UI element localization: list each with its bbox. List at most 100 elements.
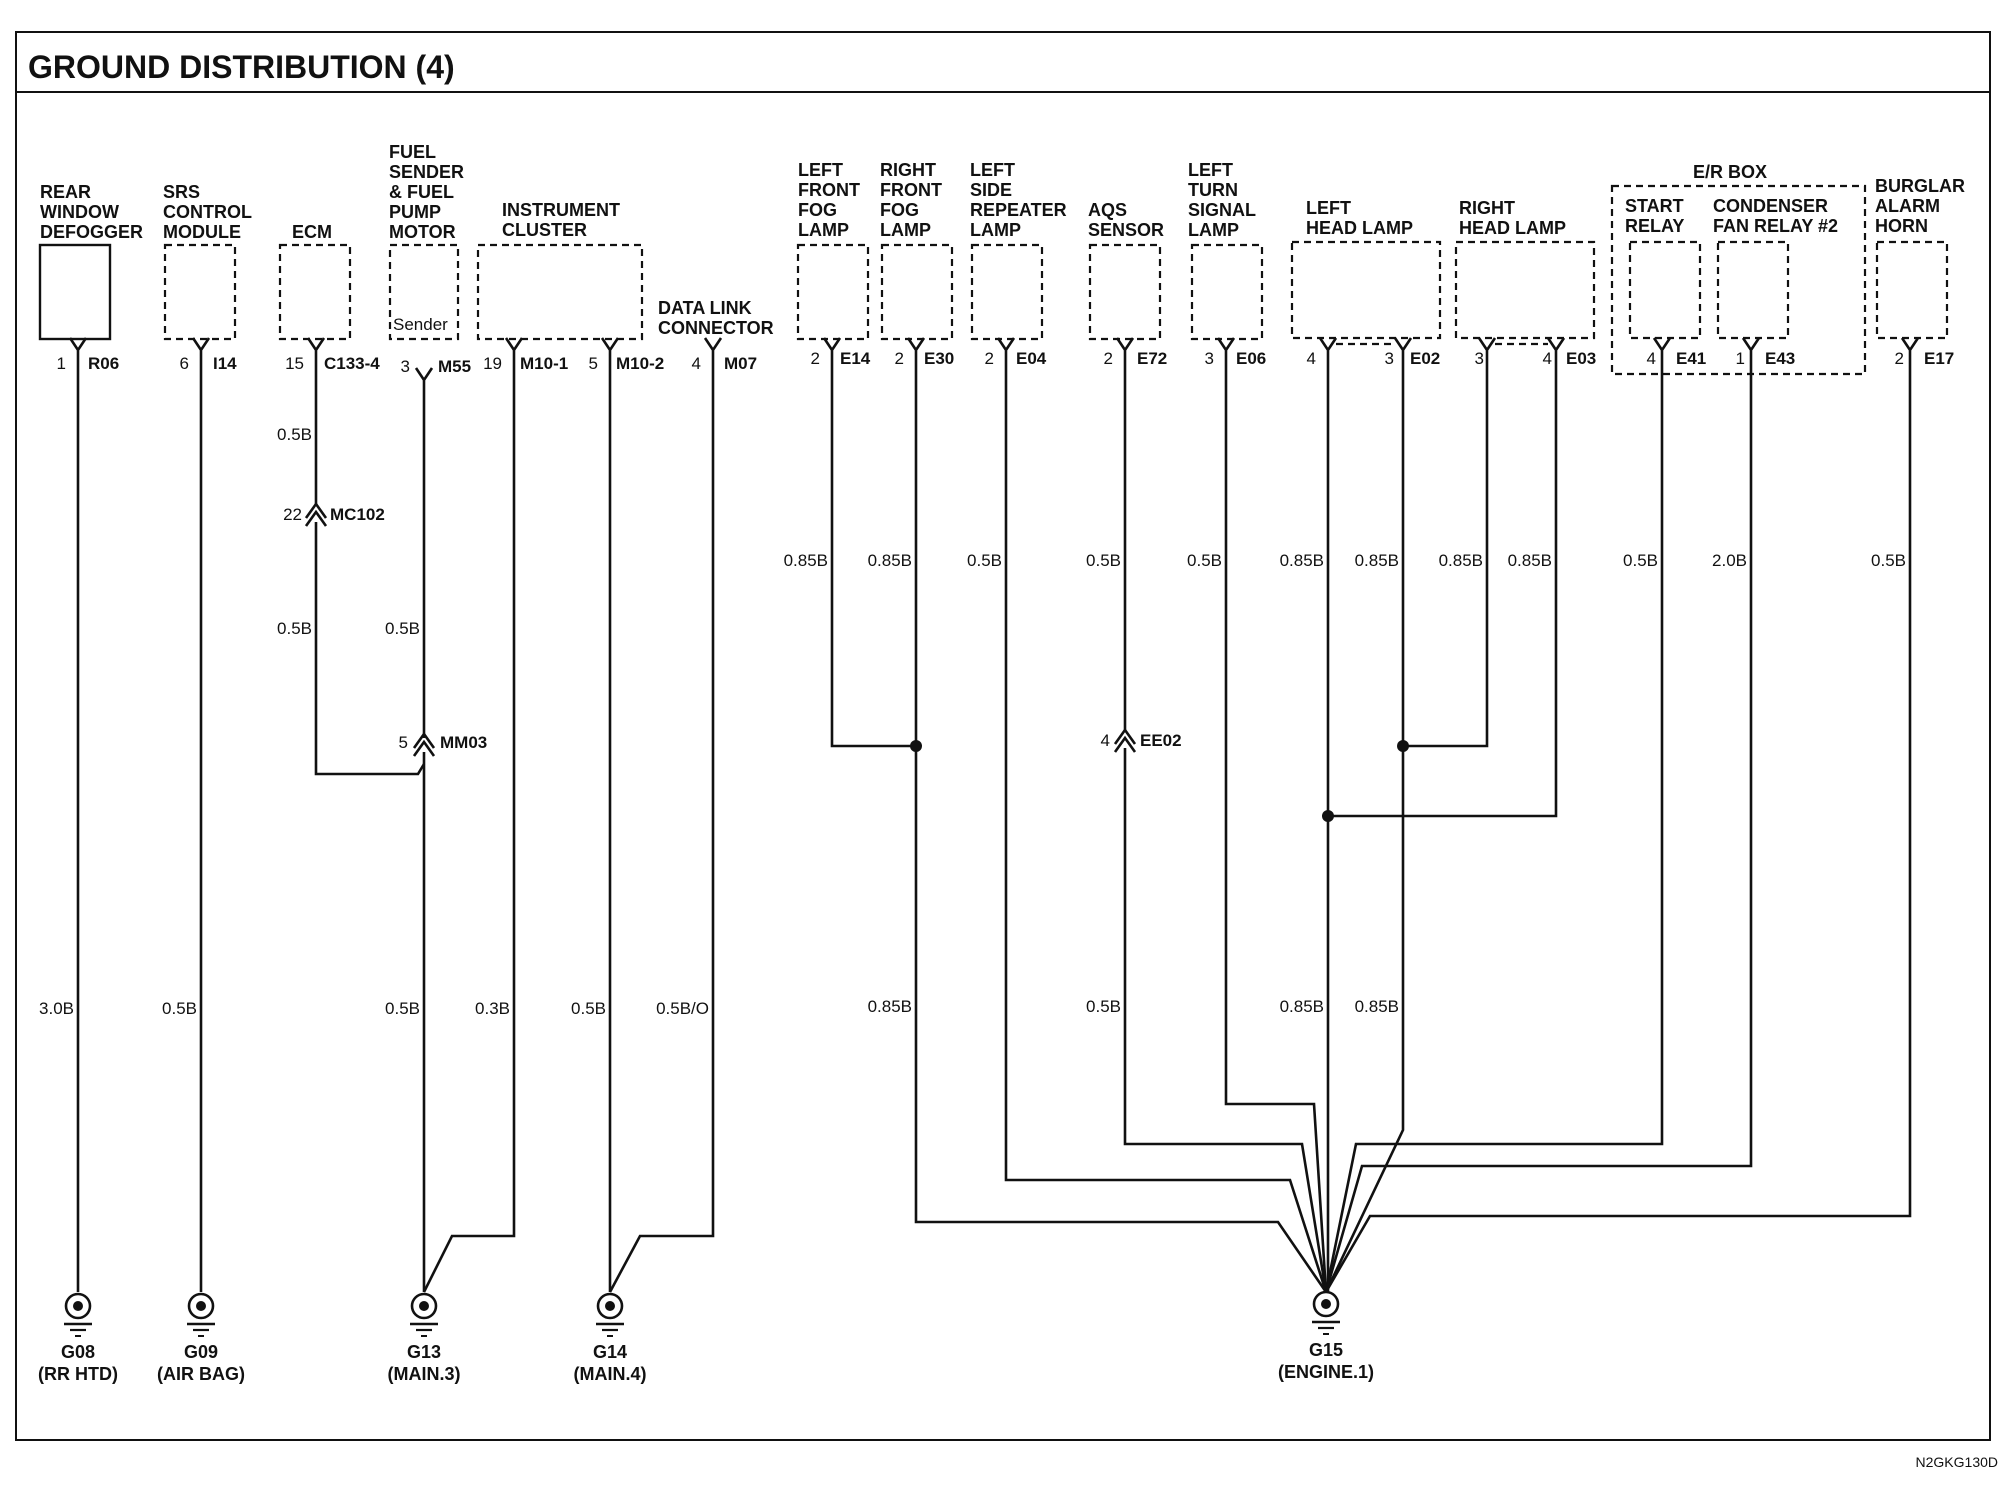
- component-label-er-box: E/R BOX: [1693, 162, 1767, 182]
- svg-text:DATA LINK: DATA LINK: [658, 298, 752, 318]
- svg-text:0.3B: 0.3B: [475, 999, 510, 1018]
- svg-text:0.5B: 0.5B: [277, 619, 312, 638]
- box-condenser-fan-relay: [1716, 240, 1790, 340]
- svg-text:LAMP: LAMP: [1188, 220, 1239, 240]
- svg-text:R06: R06: [88, 354, 119, 373]
- svg-text:0.85B: 0.85B: [1280, 551, 1324, 570]
- svg-text:M10-2: M10-2: [616, 354, 664, 373]
- svg-text:E41: E41: [1676, 349, 1706, 368]
- svg-text:2: 2: [1895, 349, 1904, 368]
- svg-text:CLUSTER: CLUSTER: [502, 220, 587, 240]
- inline-connector-labels: 22 MC102 5 MM03 4 EE02: [283, 505, 1182, 752]
- svg-text:FAN RELAY #2: FAN RELAY #2: [1713, 216, 1838, 236]
- svg-text:FUEL: FUEL: [389, 142, 436, 162]
- ground-g15: G15 (ENGINE.1): [1278, 1290, 1374, 1382]
- svg-text:0.85B: 0.85B: [1355, 551, 1399, 570]
- component-label-left-front-fog-lamp: LEFT FRONT FOG LAMP: [798, 160, 860, 240]
- sender-label: Sender: [393, 315, 448, 334]
- wire-start-relay: [1324, 356, 1664, 1293]
- svg-text:START: START: [1625, 196, 1684, 216]
- svg-text:FOG: FOG: [880, 200, 919, 220]
- ground-g13: G13 (MAIN.3): [388, 1292, 461, 1384]
- svg-text:3: 3: [1385, 349, 1394, 368]
- ground-g08: G08 (RR HTD): [38, 1292, 118, 1384]
- svg-text:G08: G08: [61, 1342, 95, 1362]
- svg-text:& FUEL: & FUEL: [389, 182, 454, 202]
- svg-text:E04: E04: [1016, 349, 1047, 368]
- component-label-fuel-sender-pump: FUEL SENDER & FUEL PUMP MOTOR: [389, 142, 464, 242]
- svg-text:G14: G14: [593, 1342, 627, 1362]
- svg-text:SIDE: SIDE: [970, 180, 1012, 200]
- box-aqs-sensor: [1088, 243, 1162, 341]
- box-fuel-sender-pump: [388, 243, 460, 341]
- svg-text:(RR HTD): (RR HTD): [38, 1364, 118, 1384]
- svg-text:M55: M55: [438, 357, 471, 376]
- component-label-data-link-connector: DATA LINK CONNECTOR: [658, 298, 774, 338]
- wire-cluster-19: [422, 356, 516, 1293]
- svg-text:3: 3: [1205, 349, 1214, 368]
- svg-text:WINDOW: WINDOW: [40, 202, 119, 222]
- svg-text:EE02: EE02: [1140, 731, 1182, 750]
- svg-text:19: 19: [483, 354, 502, 373]
- svg-text:3: 3: [1475, 349, 1484, 368]
- svg-text:(ENGINE.1): (ENGINE.1): [1278, 1362, 1374, 1382]
- inline-connector-shapes: [304, 501, 1137, 757]
- wire-left-head-3: [1324, 356, 1405, 1293]
- svg-text:G15: G15: [1309, 1340, 1343, 1360]
- box-right-front-fog-lamp: [880, 243, 954, 341]
- component-label-srs-control-module: SRS CONTROL MODULE: [163, 182, 252, 242]
- box-left-turn-signal-lamp: [1190, 243, 1264, 341]
- svg-text:(MAIN.4): (MAIN.4): [574, 1364, 647, 1384]
- component-label-rear-window-defogger: REAR WINDOW DEFOGGER: [40, 182, 143, 242]
- component-label-right-front-fog-lamp: RIGHT FRONT FOG LAMP: [880, 160, 942, 240]
- svg-text:SRS: SRS: [163, 182, 200, 202]
- box-er-box: [1610, 184, 1867, 376]
- svg-text:LAMP: LAMP: [880, 220, 931, 240]
- svg-text:ALARM: ALARM: [1875, 196, 1940, 216]
- ground-g09: G09 (AIR BAG): [157, 1292, 245, 1384]
- svg-text:RIGHT: RIGHT: [880, 160, 936, 180]
- svg-text:2.0B: 2.0B: [1712, 551, 1747, 570]
- svg-text:CONNECTOR: CONNECTOR: [658, 318, 774, 338]
- svg-text:4: 4: [1101, 731, 1110, 750]
- svg-text:0.5B: 0.5B: [1623, 551, 1658, 570]
- svg-text:E72: E72: [1137, 349, 1167, 368]
- svg-text:FRONT: FRONT: [798, 180, 860, 200]
- component-label-ecm: ECM: [292, 222, 332, 242]
- svg-text:REAR: REAR: [40, 182, 91, 202]
- svg-text:(AIR BAG): (AIR BAG): [157, 1364, 245, 1384]
- svg-text:G09: G09: [184, 1342, 218, 1362]
- svg-text:SENSOR: SENSOR: [1088, 220, 1164, 240]
- component-label-start-relay: START RELAY: [1625, 196, 1684, 236]
- wire-condenser: [1324, 356, 1753, 1293]
- svg-text:DEFOGGER: DEFOGGER: [40, 222, 143, 242]
- box-burglar-alarm-horn: [1875, 240, 1949, 340]
- wire-aqs: [1123, 356, 1328, 1293]
- component-label-aqs-sensor: AQS SENSOR: [1088, 200, 1164, 240]
- wire-repeater: [1004, 356, 1328, 1293]
- svg-text:0.5B: 0.5B: [1086, 997, 1121, 1016]
- box-left-front-fog-lamp: [796, 243, 870, 341]
- wire-ecm: [314, 356, 426, 776]
- svg-text:E30: E30: [924, 349, 954, 368]
- svg-text:0.5B: 0.5B: [1086, 551, 1121, 570]
- wire-right-fog: [914, 356, 1328, 1293]
- svg-text:LEFT: LEFT: [798, 160, 843, 180]
- component-label-right-head-lamp: RIGHT HEAD LAMP: [1459, 198, 1566, 238]
- svg-text:SENDER: SENDER: [389, 162, 464, 182]
- diagram-title: GROUND DISTRIBUTION (4): [28, 49, 455, 85]
- svg-text:1: 1: [1736, 349, 1745, 368]
- svg-text:FOG: FOG: [798, 200, 837, 220]
- svg-text:BURGLAR: BURGLAR: [1875, 176, 1965, 196]
- svg-text:(MAIN.3): (MAIN.3): [388, 1364, 461, 1384]
- svg-text:ECM: ECM: [292, 222, 332, 242]
- svg-text:0.5B: 0.5B: [385, 999, 420, 1018]
- svg-text:0.85B: 0.85B: [784, 551, 828, 570]
- svg-text:0.5B: 0.5B: [1187, 551, 1222, 570]
- svg-text:SIGNAL: SIGNAL: [1188, 200, 1256, 220]
- diagram-frame: [15, 31, 1991, 1441]
- svg-text:I14: I14: [213, 354, 237, 373]
- wire-size-labels: 0.5B 0.5B 0.5B 0.85B 0.85B 0.5B 0.5B 0.5…: [39, 425, 1906, 1018]
